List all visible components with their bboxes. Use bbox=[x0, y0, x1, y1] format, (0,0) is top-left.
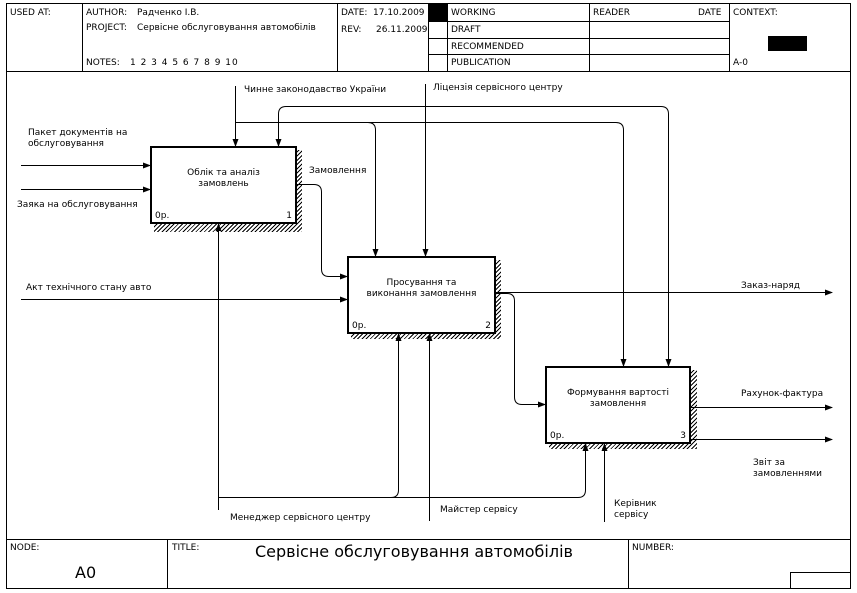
box2-op: 0р. bbox=[352, 321, 367, 331]
diagram-title: Сервісне обслуговування автомобілів bbox=[255, 542, 573, 561]
reader-date-label: DATE bbox=[698, 8, 722, 18]
manager-label[interactable]: Менеджер сервісного центру bbox=[230, 513, 371, 523]
work-order-label[interactable]: Заказ-наряд bbox=[741, 281, 801, 291]
report-label[interactable]: Звіт за замовленнями bbox=[753, 458, 823, 479]
box2-title: Просування та виконання замовлення bbox=[366, 278, 477, 299]
box3-title: Формування вартості замовлення bbox=[567, 388, 669, 409]
tech-act-label[interactable]: Акт технічного стану авто bbox=[26, 283, 152, 293]
date-label: DATE: bbox=[341, 8, 368, 18]
status-working: WORKING bbox=[451, 8, 496, 18]
license-label[interactable]: Ліцензія сервісного центру bbox=[433, 83, 563, 93]
package-label[interactable]: Пакет документів на обслуговування bbox=[28, 128, 128, 149]
context-box bbox=[768, 36, 807, 51]
number-label: NUMBER: bbox=[632, 543, 674, 553]
title-label: TITLE: bbox=[172, 543, 200, 553]
activity-box-2[interactable]: Просування та виконання замовлення 0р. 2 bbox=[347, 256, 496, 334]
status-publication: PUBLICATION bbox=[451, 58, 511, 68]
notes-label: NOTES: bbox=[86, 58, 120, 68]
node-label: NODE: bbox=[10, 543, 40, 553]
box1-title: Облік та аналіз замовлень bbox=[187, 168, 260, 189]
order-label[interactable]: Замовлення bbox=[309, 166, 367, 176]
status-recommended: RECOMMENDED bbox=[451, 42, 524, 52]
context-label: CONTEXT: bbox=[733, 8, 778, 18]
used-at-label: USED AT: bbox=[10, 8, 51, 18]
box2-number: 2 bbox=[485, 321, 491, 331]
box1-number: 1 bbox=[286, 211, 292, 221]
node-value: A0 bbox=[75, 563, 97, 582]
box3-number: 3 bbox=[680, 431, 686, 441]
head-label[interactable]: Керівник сервісу bbox=[614, 499, 657, 520]
activity-box-3[interactable]: Формування вартості замовлення 0р. 3 bbox=[545, 366, 691, 444]
invoice-label[interactable]: Рахунок-фактура bbox=[741, 389, 824, 399]
rev-label: REV: bbox=[341, 25, 362, 35]
date-value: 17.10.2009 bbox=[373, 8, 425, 18]
rev-value: 26.11.2009 bbox=[376, 25, 428, 35]
law-label[interactable]: Чинне законодавство України bbox=[244, 85, 387, 95]
author-label: AUTHOR: bbox=[86, 8, 128, 18]
notes-numbers: 1 2 3 4 5 6 7 8 9 10 bbox=[130, 58, 239, 68]
activity-box-1[interactable]: Облік та аналіз замовлень 0р. 1 bbox=[150, 146, 297, 224]
master-label[interactable]: Майстер сервісу bbox=[440, 505, 518, 515]
project-label: PROJECT: bbox=[86, 23, 127, 33]
request-label[interactable]: Заяка на обслуговування bbox=[17, 200, 138, 210]
context-node: A-0 bbox=[733, 58, 748, 68]
working-status-marker bbox=[429, 4, 447, 21]
box1-op: 0р. bbox=[155, 211, 170, 221]
author-value: Радченко І.В. bbox=[137, 8, 200, 18]
status-draft: DRAFT bbox=[451, 25, 481, 35]
project-value: Сервісне обслуговування автомобілів bbox=[137, 23, 316, 33]
reader-label: READER bbox=[593, 8, 630, 18]
box3-op: 0р. bbox=[550, 431, 565, 441]
